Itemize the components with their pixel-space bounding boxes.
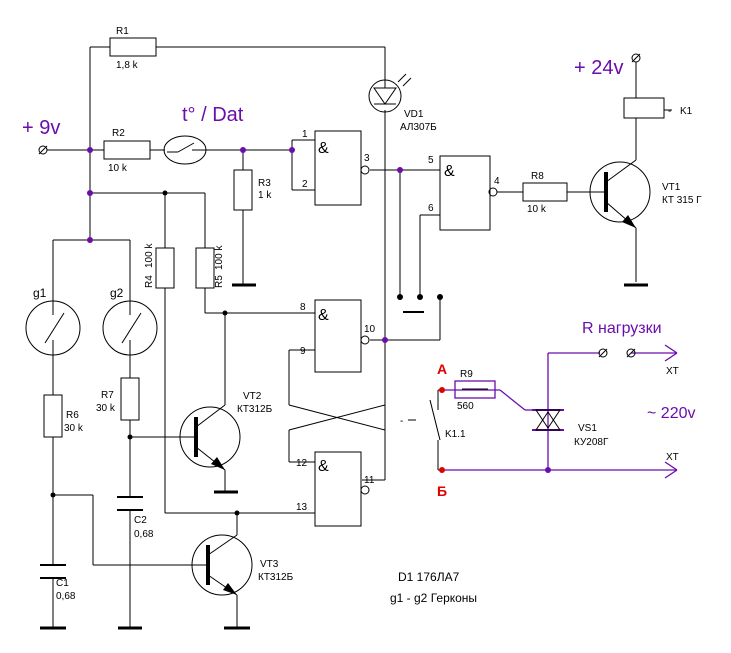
resistor-r2: R2 10 k bbox=[103, 128, 151, 174]
r1-value: 1,8 k bbox=[116, 60, 139, 71]
vt3-model: КТ312Б bbox=[258, 572, 294, 583]
resistor-r1: R1 1,8 k bbox=[109, 26, 157, 71]
resistor-r9: R9 560 bbox=[454, 369, 496, 412]
r3-name: R3 bbox=[258, 178, 271, 189]
relay-coil-dash: - bbox=[668, 106, 671, 117]
reed-switch-g1: g1 bbox=[25, 286, 81, 356]
r9-value: 560 bbox=[457, 401, 474, 412]
contact-dash: - bbox=[400, 416, 403, 427]
r7-name: R7 bbox=[101, 390, 114, 401]
vs1-model: КУ208Г bbox=[574, 437, 609, 448]
c2-name: C2 bbox=[134, 515, 147, 526]
led-vd1: VD1 АЛ307Б bbox=[368, 73, 437, 133]
load-label: R нагрузки bbox=[582, 320, 662, 337]
xt2-label: XT bbox=[666, 452, 679, 463]
c2-value: 0,68 bbox=[134, 529, 154, 540]
chip-note: D1 176ЛА7 bbox=[398, 570, 460, 584]
pin-3: 3 bbox=[364, 153, 370, 164]
relay-k1: K1 - bbox=[623, 53, 693, 119]
resistor-r3: R3 1 k bbox=[233, 169, 272, 211]
vs1-name: VS1 bbox=[578, 423, 597, 434]
vd1-model: АЛ307Б bbox=[400, 122, 437, 133]
r6-name: R6 bbox=[66, 410, 79, 421]
resistor-r8: R8 10 k bbox=[522, 171, 568, 215]
gate-3-symbol: & bbox=[318, 307, 329, 324]
gate-3: & 8 9 10 bbox=[300, 299, 376, 373]
supply-9v-label: + 9v bbox=[22, 117, 60, 139]
pin-11: 11 bbox=[364, 475, 375, 486]
g1-label: g1 bbox=[33, 286, 47, 300]
transistor-vt2: VT2 КТ312Б bbox=[179, 391, 273, 471]
ac-voltage-label: ~ 220v bbox=[647, 405, 695, 422]
k1-1-name: K1.1 bbox=[445, 429, 466, 440]
point-b-label: Б bbox=[437, 483, 447, 499]
pin-1: 1 bbox=[302, 129, 308, 140]
r2-value: 10 k bbox=[108, 163, 128, 174]
transistor-vt1: VT1 КТ 315 Г bbox=[589, 159, 702, 229]
r9-name: R9 bbox=[460, 369, 473, 380]
vt3-name: VT3 bbox=[260, 559, 279, 570]
r4-value: 100 k bbox=[144, 243, 155, 268]
r6-value: 30 k bbox=[64, 423, 84, 434]
c1-name: C1 bbox=[56, 578, 69, 589]
pin-8: 8 bbox=[300, 302, 306, 313]
pin-4: 4 bbox=[494, 176, 500, 187]
pin-12: 12 bbox=[296, 458, 308, 469]
r4-name: R4 bbox=[144, 275, 155, 288]
resistor-r6: R6 30 k bbox=[43, 394, 84, 438]
gate-4: & 12 13 11 bbox=[296, 451, 375, 527]
vt1-name: VT1 bbox=[662, 182, 681, 193]
xt1-label: XT bbox=[666, 366, 679, 377]
sensor-label: t° / Dat bbox=[182, 104, 244, 126]
vt2-name: VT2 bbox=[243, 391, 262, 402]
r5-value: 100 k bbox=[214, 245, 225, 270]
r7-value: 30 k bbox=[96, 403, 116, 414]
r8-value: 10 k bbox=[527, 204, 547, 215]
supply-24v-label: + 24v bbox=[574, 57, 623, 79]
relay-k1-name: K1 bbox=[680, 106, 693, 117]
junction-dots bbox=[50, 147, 551, 516]
gate-2: & 5 6 4 bbox=[428, 155, 500, 231]
pin-6: 6 bbox=[428, 203, 434, 214]
pin-13: 13 bbox=[296, 502, 308, 513]
pin-2: 2 bbox=[302, 179, 308, 190]
wiring bbox=[47, 46, 672, 628]
gate-2-symbol: & bbox=[444, 163, 455, 180]
pin-9: 9 bbox=[300, 346, 306, 357]
transistor-vt3: VT3 КТ312Б bbox=[191, 534, 294, 596]
pin-10: 10 bbox=[364, 324, 376, 335]
resistor-r7: R7 30 k bbox=[96, 377, 140, 421]
vd1-name: VD1 bbox=[404, 109, 424, 120]
gate-4-symbol: & bbox=[318, 458, 329, 475]
c1-value: 0,68 bbox=[56, 591, 76, 602]
ground-symbols bbox=[40, 283, 648, 630]
load-terminals: R нагрузки XT XT ~ 220v bbox=[582, 320, 695, 463]
load-wiring bbox=[442, 344, 678, 479]
thyristor-vs1: VS1 КУ208Г bbox=[532, 409, 609, 448]
reeds-note: g1 - g2 Герконы bbox=[390, 591, 477, 605]
temperature-sensor: t° / Dat bbox=[163, 104, 244, 165]
terminal-9v: + 9v bbox=[22, 117, 60, 155]
capacitor-c1: C1 0,68 bbox=[40, 564, 76, 602]
r8-name: R8 bbox=[531, 171, 544, 182]
resistor-r5: R5 100 k bbox=[195, 245, 225, 289]
gate-1-symbol: & bbox=[318, 140, 329, 157]
r1-name: R1 bbox=[116, 26, 129, 37]
pin-5: 5 bbox=[428, 155, 434, 166]
relay-contact-k1-1: K1.1 - bbox=[400, 416, 466, 440]
gate-1: & 1 2 3 bbox=[302, 129, 370, 206]
g2-label: g2 bbox=[110, 286, 124, 300]
r5-name: R5 bbox=[214, 275, 225, 288]
point-a-label: А bbox=[437, 361, 447, 377]
r2-name: R2 bbox=[112, 128, 125, 139]
vt1-model: КТ 315 Г bbox=[662, 195, 702, 206]
capacitor-c2: C2 0,68 bbox=[117, 496, 154, 540]
r3-value: 1 k bbox=[258, 190, 272, 201]
vt2-model: КТ312Б bbox=[237, 404, 273, 415]
resistor-r4: R4 100 k bbox=[144, 243, 175, 289]
reed-switch-g2: g2 bbox=[102, 286, 158, 356]
